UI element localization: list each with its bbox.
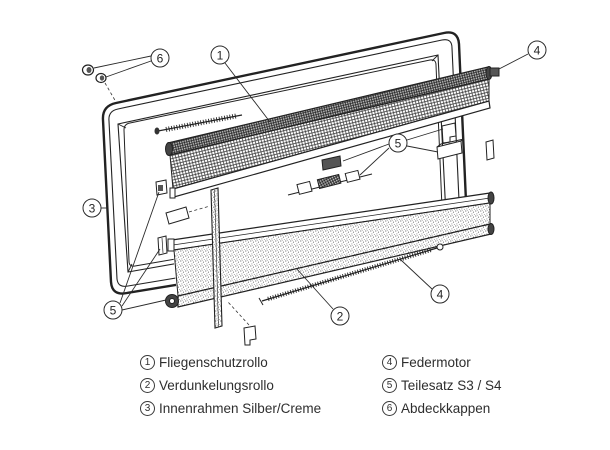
callout-spring-motor-bottom: 4 bbox=[430, 284, 450, 304]
mounting-block-top bbox=[436, 138, 465, 148]
spring-motor-end bbox=[258, 297, 264, 306]
callout-number: 4 bbox=[437, 288, 444, 302]
blackout-tube-right-cap bbox=[487, 223, 495, 235]
tab-clip-left bbox=[165, 206, 190, 225]
legend-item-fly-screen: 1 Fliegenschutzrollo bbox=[140, 353, 268, 371]
leader-parts-kit-left bbox=[119, 191, 167, 311]
guide-line bbox=[104, 82, 117, 103]
bracket-top-right bbox=[441, 122, 457, 144]
cover-cap-hole bbox=[86, 67, 92, 73]
legend-number: 4 bbox=[382, 354, 397, 370]
callout-circle bbox=[430, 284, 450, 304]
callout-number: 5 bbox=[395, 137, 402, 151]
callout-parts-kit-left: 5 bbox=[103, 300, 123, 320]
frame-corner-lines bbox=[117, 54, 447, 273]
callout-number: 2 bbox=[337, 310, 344, 324]
roller-bearing bbox=[296, 180, 313, 195]
legend-item-blackout: 2 Verdunkelungsrollo bbox=[140, 376, 274, 394]
callout-blackout: 2 bbox=[330, 306, 350, 326]
leader-lines bbox=[93, 53, 529, 311]
leader-parts-kit-right bbox=[342, 128, 444, 176]
callout-inner-frame: 3 bbox=[82, 198, 102, 218]
legend-item-cover-caps: 6 Abdeckkappen bbox=[382, 399, 490, 417]
fly-screen-left-cap bbox=[165, 142, 173, 156]
leader-blackout bbox=[295, 267, 334, 310]
bracket-left-edge bbox=[161, 237, 164, 254]
blackout-rail-right-cap bbox=[487, 191, 495, 205]
blackout-roller bbox=[165, 191, 495, 308]
guide-line bbox=[188, 205, 211, 213]
roller-spring bbox=[316, 173, 342, 190]
legend-item-inner-frame: 3 Innenrahmen Silber/Creme bbox=[140, 399, 321, 417]
legend-number: 5 bbox=[382, 377, 397, 393]
bracket-bottom bbox=[243, 325, 257, 346]
leader-spring-motor-top bbox=[498, 53, 529, 70]
fly-screen-roller bbox=[165, 66, 500, 199]
spring-rod-coil bbox=[165, 113, 237, 132]
callout-circle bbox=[82, 198, 102, 218]
legend-number: 1 bbox=[140, 354, 155, 370]
callout-spring-motor-top: 4 bbox=[527, 40, 547, 60]
legend-item-spring-motor: 4 Federmotor bbox=[382, 353, 471, 371]
callout-circle bbox=[388, 133, 408, 153]
mounting-block bbox=[436, 140, 463, 160]
callout-number: 4 bbox=[534, 44, 541, 58]
parts-kit bbox=[155, 122, 495, 346]
fly-screen-spring-rod bbox=[154, 113, 243, 135]
spring-motor-top bbox=[489, 67, 500, 77]
legend-label: Teilesatz S3 / S4 bbox=[401, 377, 502, 393]
callout-circle bbox=[150, 48, 170, 68]
legend-number: 2 bbox=[140, 377, 155, 393]
callout-fly-screen: 1 bbox=[210, 45, 230, 65]
legend-label: Innenrahmen Silber/Creme bbox=[159, 400, 322, 416]
fly-screen-bar-end bbox=[169, 187, 176, 199]
callout-number: 3 bbox=[89, 202, 96, 216]
callout-circle bbox=[330, 306, 350, 326]
blackout-left-cap-hub bbox=[169, 298, 175, 304]
spring-motor-knob bbox=[436, 243, 444, 251]
legend-label: Abdeckkappen bbox=[401, 400, 491, 416]
spring-housing bbox=[321, 155, 342, 171]
leader-spring-motor-bottom bbox=[400, 259, 433, 290]
legend-number: 3 bbox=[140, 400, 155, 416]
guide-rail-edge bbox=[214, 189, 219, 328]
callout-number: 5 bbox=[110, 304, 117, 318]
spring-motor-rod bbox=[258, 243, 444, 306]
side-clip-right bbox=[485, 139, 495, 161]
callout-parts-kit-right: 5 bbox=[388, 133, 408, 153]
callout-cover-caps: 6 bbox=[150, 48, 170, 68]
leader-fly-screen bbox=[224, 62, 271, 123]
legend-label: Verdunkelungsrollo bbox=[159, 377, 274, 393]
callout-number: 6 bbox=[157, 52, 164, 66]
legend-item-parts-kit: 5 Teilesatz S3 / S4 bbox=[382, 376, 502, 394]
spring-rod-end bbox=[154, 127, 160, 135]
legend-label: Fliegenschutzrollo bbox=[159, 354, 268, 370]
cap-left-insert bbox=[158, 185, 163, 191]
roller-bearing bbox=[344, 169, 361, 183]
callout-number: 1 bbox=[217, 49, 224, 63]
cover-caps bbox=[81, 64, 107, 84]
callout-circle bbox=[210, 45, 230, 65]
legend-label: Federmotor bbox=[401, 354, 471, 370]
callout-circle bbox=[527, 40, 547, 60]
leader-cover-caps bbox=[93, 55, 152, 78]
cover-cap-hole bbox=[99, 75, 105, 81]
blackout-rail-groove bbox=[172, 197, 491, 246]
legend-number: 6 bbox=[382, 400, 397, 416]
blackout-rail-left-end bbox=[167, 238, 175, 252]
callout-circle bbox=[103, 300, 123, 320]
side-guide-rail bbox=[210, 187, 223, 329]
